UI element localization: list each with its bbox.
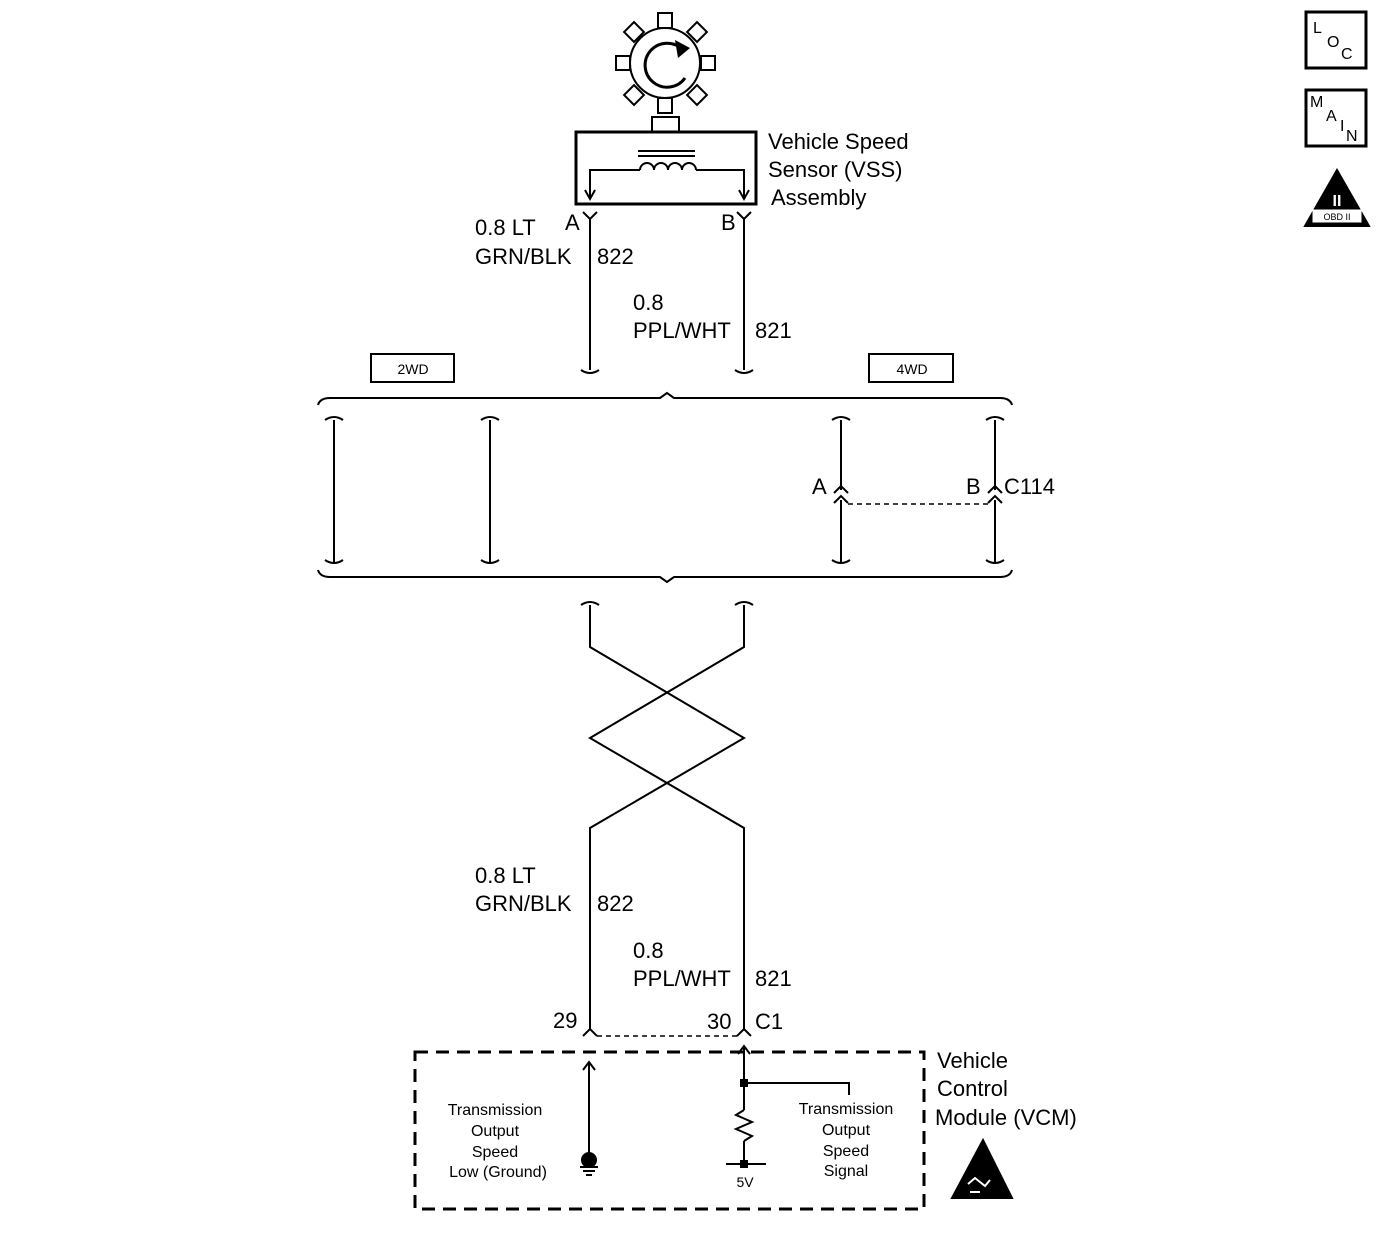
- wire-821-lower-size: 0.8: [633, 938, 664, 963]
- signal-label-line-4: Signal: [824, 1163, 868, 1180]
- vss-sensor-body: [574, 116, 758, 206]
- wire-821-lower-circuit: 821: [755, 966, 792, 991]
- wire-822-upper-circuit: 822: [597, 244, 634, 269]
- loc-icon-label: L O C: [1313, 20, 1353, 63]
- ground-icon: [580, 1060, 598, 1176]
- c1-pin-30-label: 30: [707, 1009, 731, 1034]
- jumper-2wd-1: [324, 416, 344, 564]
- variant-4wd-box[interactable]: [868, 353, 954, 383]
- variant-brace-top: [317, 391, 1013, 406]
- esd-warning-icon: [950, 1137, 1014, 1199]
- vss-pin-b-label: B: [721, 210, 736, 235]
- vcm-name-line-2: Control: [937, 1076, 1008, 1101]
- svg-text:A: A: [1326, 108, 1337, 125]
- low-label-line-4: Low (Ground): [449, 1164, 547, 1181]
- variant-brace-bottom: [317, 569, 1013, 584]
- c114-pin-b-label: B: [966, 474, 981, 499]
- main-icon[interactable]: [1304, 88, 1368, 148]
- vss-name-line-3: Assembly: [771, 185, 866, 210]
- c114-name-label: C114: [1004, 474, 1055, 499]
- supply-5v-label: 5V: [736, 1174, 754, 1190]
- c114-pin-a-label: A: [812, 474, 827, 499]
- vss-name-line-2: Sensor (VSS): [768, 157, 903, 182]
- connector-c1: [582, 1027, 752, 1037]
- svg-text:C: C: [1341, 46, 1353, 63]
- connector-c114: [831, 416, 1005, 564]
- variant-2wd-label: 2WD: [397, 361, 428, 377]
- signal-label-line-3: Speed: [823, 1143, 869, 1160]
- vss-name-line-1: Vehicle Speed: [768, 129, 909, 154]
- variant-4wd-label: 4WD: [896, 361, 927, 377]
- c1-name-label: C1: [755, 1009, 783, 1034]
- tone-wheel-icon: [615, 12, 716, 114]
- wire-822-lower: [589, 605, 746, 1030]
- vss-terminal-a: [582, 211, 598, 221]
- svg-text:L: L: [1313, 20, 1322, 37]
- wire-821-lower: [588, 605, 745, 1030]
- variant-2wd-box[interactable]: [370, 353, 455, 383]
- pull-up-resistor: [726, 1044, 850, 1168]
- loc-icon[interactable]: [1304, 10, 1368, 70]
- low-label-line-2: Output: [471, 1123, 520, 1140]
- signal-label-line-2: Output: [822, 1122, 871, 1139]
- vss-terminal-b: [736, 211, 752, 221]
- wire-821-upper-color: PPL/WHT: [633, 318, 731, 343]
- obd-ii-icon[interactable]: [1303, 167, 1371, 227]
- c1-pin-29-label: 29: [553, 1008, 577, 1033]
- low-label-line-1: Transmission: [448, 1102, 543, 1119]
- svg-text:I: I: [1340, 118, 1344, 135]
- main-icon-label: M A I N: [1310, 94, 1358, 145]
- low-label-line-3: Speed: [472, 1144, 518, 1161]
- svg-text:N: N: [1346, 128, 1358, 145]
- vcm-module-box: [413, 1050, 926, 1211]
- vcm-name-line-1: Vehicle: [937, 1048, 1008, 1073]
- wire-822-lower-circuit: 822: [597, 891, 634, 916]
- wire-822-upper-size: 0.8 LT: [475, 215, 536, 240]
- signal-label-line-1: Transmission: [799, 1101, 894, 1118]
- jumper-2wd-2: [480, 416, 500, 564]
- svg-text:M: M: [1310, 94, 1323, 111]
- obd-icon-numeral: II: [1333, 193, 1342, 210]
- wire-822-lower-size: 0.8 LT: [475, 863, 536, 888]
- wire-821-upper-size: 0.8: [633, 290, 664, 315]
- wire-821-upper-circuit: 821: [755, 318, 792, 343]
- wire-821-lower-color: PPL/WHT: [633, 966, 731, 991]
- obd-icon-label: OBD II: [1323, 212, 1350, 222]
- wire-822-lower-color: GRN/BLK: [475, 891, 572, 916]
- vcm-name-line-3: Module (VCM): [935, 1105, 1077, 1130]
- wire-822-upper-color: GRN/BLK: [475, 244, 572, 269]
- vss-pin-a-label: A: [565, 210, 580, 235]
- svg-text:O: O: [1327, 34, 1339, 51]
